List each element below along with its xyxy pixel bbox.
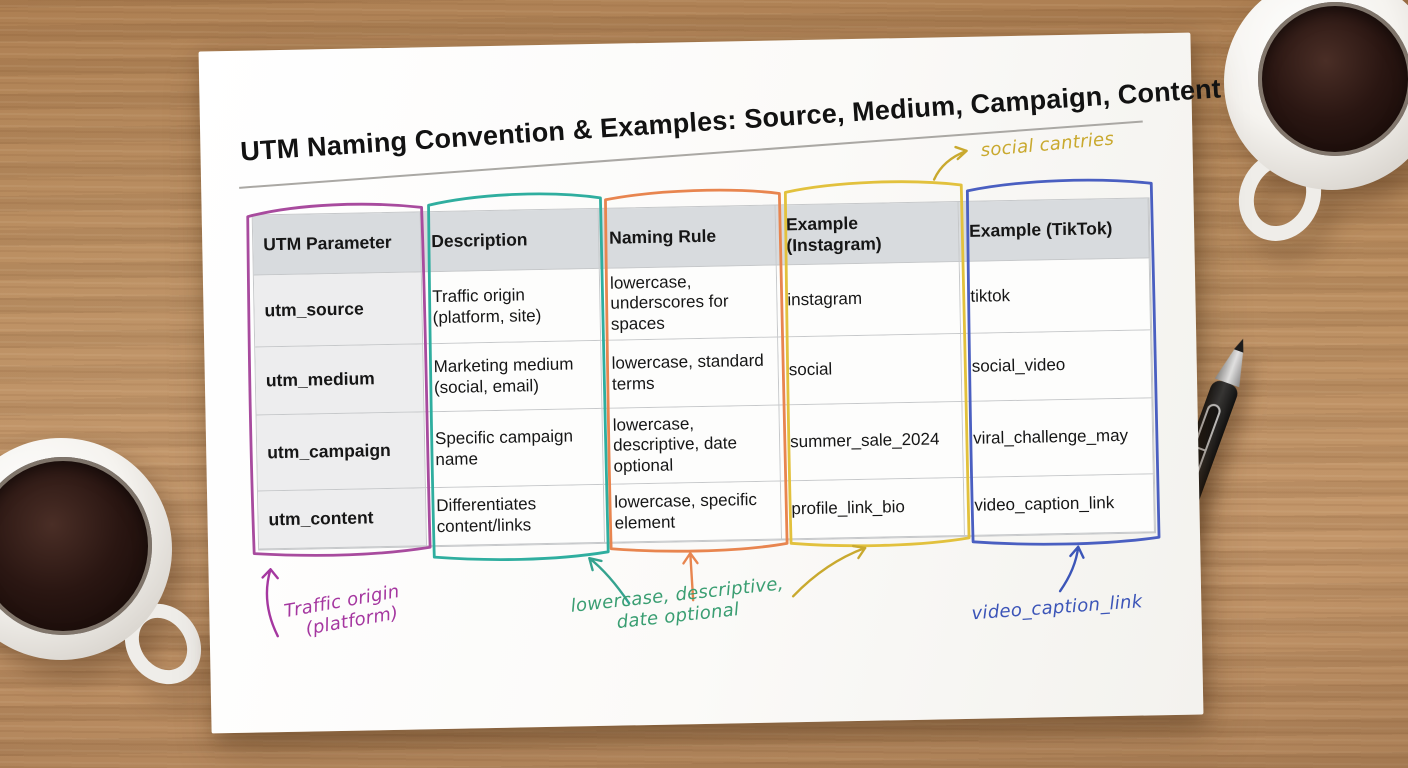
table-cell-example-tiktok: tiktok — [959, 258, 1152, 334]
cell-text: utm_source — [264, 298, 364, 321]
cell-text: utm_medium — [265, 368, 375, 391]
table-cell-param: utm_campaign — [256, 412, 426, 492]
cell-text: summer_sale_2024 — [789, 429, 940, 452]
cell-text: lowercase, underscores for spaces — [609, 272, 729, 334]
table-cell-rule: lowercase, specific element — [603, 481, 783, 543]
table-cell-description: Traffic origin (platform, site) — [421, 268, 602, 345]
table-cell-description: Marketing medium (social, email) — [423, 340, 603, 413]
paper-sheet: UTM Naming Convention & Examples: Source… — [198, 32, 1222, 734]
cell-text: Specific campaign name — [434, 426, 574, 469]
cell-text: Traffic origin (platform, site) — [432, 285, 542, 327]
coffee-surface-top-right — [1258, 2, 1408, 156]
cell-text: utm_content — [268, 507, 374, 530]
annotation-social-examples: social cantries — [979, 128, 1115, 162]
table-cell-description: Differentiates content/links — [425, 484, 606, 547]
table-cell-example-instagram: profile_link_bio — [780, 477, 965, 540]
cell-text: utm_campaign — [267, 440, 391, 463]
cell-text: profile_link_bio — [791, 497, 906, 519]
arrow-naming-rule-yellow-icon — [791, 544, 867, 598]
table-cell-example-tiktok: viral_challenge_may — [962, 398, 1154, 478]
header-cell-example-instagram: Example (Instagram) — [775, 202, 960, 266]
arrow-social-examples-icon — [932, 145, 968, 181]
annotation-traffic-origin: Traffic origin (platform) — [283, 581, 405, 643]
cell-text: lowercase, specific element — [614, 490, 758, 533]
utm-table: UTM Parameter Description Naming Rule Ex… — [251, 197, 1156, 551]
cell-text: social — [788, 359, 833, 380]
header-label: Example (TikTok) — [968, 218, 1113, 241]
table-cell-example-instagram: instagram — [776, 262, 962, 338]
header-label: UTM Parameter — [263, 232, 392, 255]
header-cell-description: Description — [420, 208, 600, 273]
header-cell-utm-parameter: UTM Parameter — [252, 212, 422, 276]
annotation-naming-rule: lowercase, descriptive, date optional — [570, 573, 787, 638]
table-cell-rule: lowercase, descriptive, date optional — [602, 405, 781, 485]
table-cell-example-instagram: social — [778, 333, 963, 406]
coffee-surface-left — [0, 457, 152, 635]
cell-text: tiktok — [970, 286, 1011, 307]
table-cell-rule: lowercase, standard terms — [601, 337, 780, 409]
table-cell-param: utm_medium — [255, 344, 425, 416]
table-cell-rule: lowercase, underscores for spaces — [599, 265, 779, 341]
annotation-tiktok-example: video_caption_link — [970, 591, 1144, 625]
table-cell-example-tiktok: social_video — [961, 330, 1153, 402]
arrow-tiktok-example-icon — [1058, 545, 1085, 593]
header-label: Naming Rule — [609, 225, 717, 248]
table-cell-param: utm_source — [253, 272, 424, 348]
cell-text: social_video — [971, 355, 1066, 377]
table-cell-description: Specific campaign name — [424, 408, 604, 489]
arrow-traffic-origin-icon — [261, 568, 279, 638]
header-cell-example-tiktok: Example (TikTok) — [958, 198, 1150, 263]
header-cell-naming-rule: Naming Rule — [598, 205, 777, 269]
table-cell-example-tiktok: video_caption_link — [963, 474, 1155, 536]
cell-text: Marketing medium (social, email) — [433, 354, 574, 397]
header-label: Description — [431, 229, 528, 252]
table-cell-example-instagram: summer_sale_2024 — [779, 401, 964, 482]
cell-text: video_caption_link — [974, 493, 1115, 516]
cell-text: lowercase, standard terms — [611, 351, 764, 394]
cell-text: viral_challenge_may — [972, 426, 1129, 449]
header-label: Example (Instagram) — [785, 212, 882, 255]
cell-text: Differentiates content/links — [436, 494, 537, 536]
cell-text: lowercase, descriptive, date optional — [612, 414, 738, 476]
cell-text: instagram — [787, 289, 863, 310]
table-cell-param: utm_content — [258, 488, 428, 550]
